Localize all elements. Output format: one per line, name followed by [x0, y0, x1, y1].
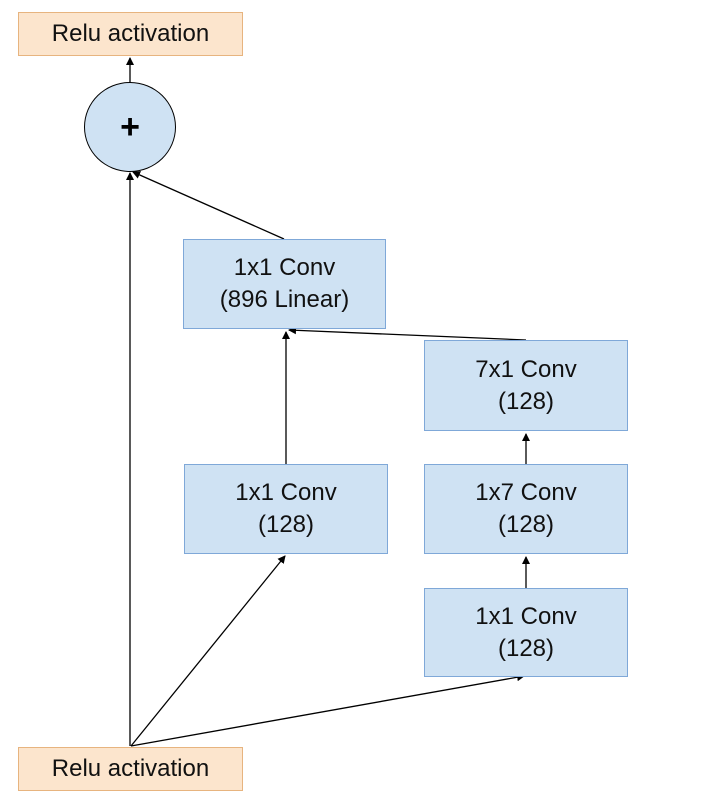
arrow-7x1-to-linear	[288, 326, 527, 341]
input-relu-label: Relu activation	[51, 755, 210, 782]
conv-linear-line1: 1x1 Conv	[233, 254, 336, 281]
arrow-linear-to-add	[132, 171, 285, 240]
add-node: +	[84, 82, 176, 172]
branch1-conv-line2: (128)	[257, 511, 315, 538]
branch2-conv-1x1-line2: (128)	[497, 634, 555, 662]
branch1-conv-line1: 1x1 Conv	[235, 479, 337, 506]
conv-7x1-line1: 7x1 Conv	[475, 355, 577, 383]
conv-7x1-node: 7x1 Conv (128)	[424, 340, 628, 431]
branch2-conv-1x1-line1: 1x1 Conv	[475, 602, 577, 630]
input-relu-node: Relu activation	[18, 747, 243, 791]
plus-icon: +	[120, 107, 140, 146]
conv-1x7-line2: (128)	[497, 511, 555, 538]
conv-1x1-linear-node: 1x1 Conv (896 Linear)	[183, 239, 386, 329]
output-relu-label: Relu activation	[51, 20, 210, 47]
branch2-conv-1x1-node: 1x1 Conv (128)	[424, 588, 628, 677]
conv-7x1-line2: (128)	[497, 387, 555, 415]
conv-1x7-node: 1x7 Conv (128)	[424, 464, 628, 554]
branch1-conv-1x1-node: 1x1 Conv (128)	[184, 464, 388, 554]
conv-linear-line2: (896 Linear)	[219, 286, 350, 313]
conv-1x7-line1: 1x7 Conv	[475, 479, 577, 506]
arrow-input-to-branch1	[130, 555, 286, 747]
output-relu-node: Relu activation	[18, 12, 243, 56]
arrow-input-to-branch2	[130, 673, 525, 747]
